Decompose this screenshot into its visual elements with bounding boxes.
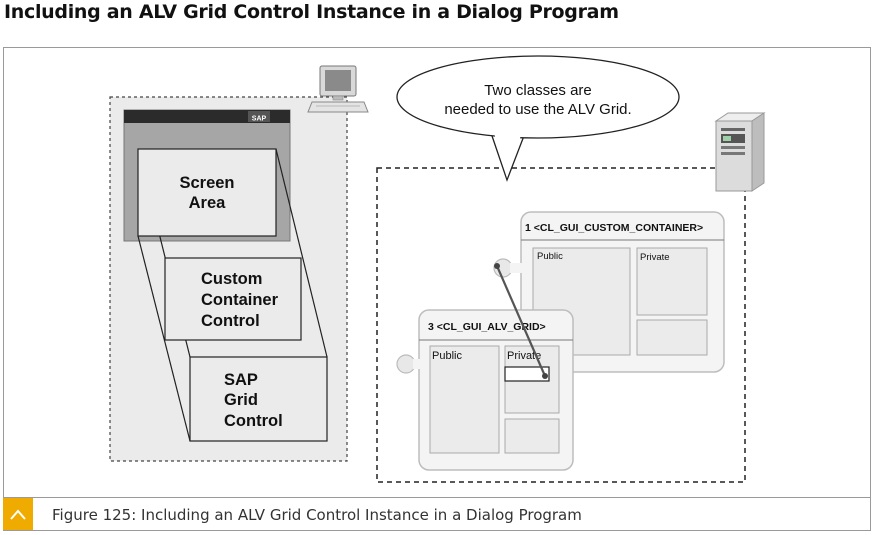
class-alv-grid-private: Private [507, 350, 541, 362]
screen-area-label-1: Screen [179, 174, 234, 192]
custom-container-label-2: Container [201, 291, 279, 309]
class-container-public: Public [537, 251, 563, 262]
custom-container-box [164, 257, 302, 341]
class-alv-grid: 3 <CL_GUI_ALV_GRID> Public Private [396, 309, 574, 471]
custom-container-label-1: Custom [201, 270, 262, 288]
sap-grid-label-1: SAP [224, 371, 258, 389]
speech-bubble-line-1: Two classes are [484, 82, 592, 99]
caption-bar [3, 497, 871, 531]
screen-area-box [137, 148, 277, 237]
figure-caption: Figure 125: Including an ALV Grid Contro… [52, 506, 582, 524]
speech-bubble-line-2: needed to use the ALV Grid. [444, 101, 631, 118]
class-container-title: 1 <CL_GUI_CUSTOM_CONTAINER> [525, 222, 703, 234]
reference-connector [494, 263, 548, 379]
speech-bubble: Two classes are needed to use the ALV Gr… [396, 55, 680, 182]
page-title: Including an ALV Grid Control Instance i… [4, 1, 619, 23]
sap-logo-text: SAP [252, 116, 267, 123]
custom-container-label-3: Control [201, 312, 260, 330]
sap-grid-label-2: Grid [224, 391, 258, 409]
reference-attribute [504, 366, 550, 382]
class-container-private: Private [640, 252, 670, 263]
chevron-up-icon [10, 509, 26, 520]
class-alv-grid-public: Public [432, 350, 462, 362]
collapse-toggle[interactable] [3, 498, 33, 530]
class-alv-grid-title: 3 <CL_GUI_ALV_GRID> [428, 321, 546, 333]
workstation-icon [307, 65, 369, 113]
server-icon [714, 112, 766, 192]
screen-area-label-2: Area [189, 194, 227, 212]
sap-grid-control-box [189, 356, 328, 442]
sap-grid-label-3: Control [224, 412, 283, 430]
sap-logo-box [248, 111, 270, 122]
